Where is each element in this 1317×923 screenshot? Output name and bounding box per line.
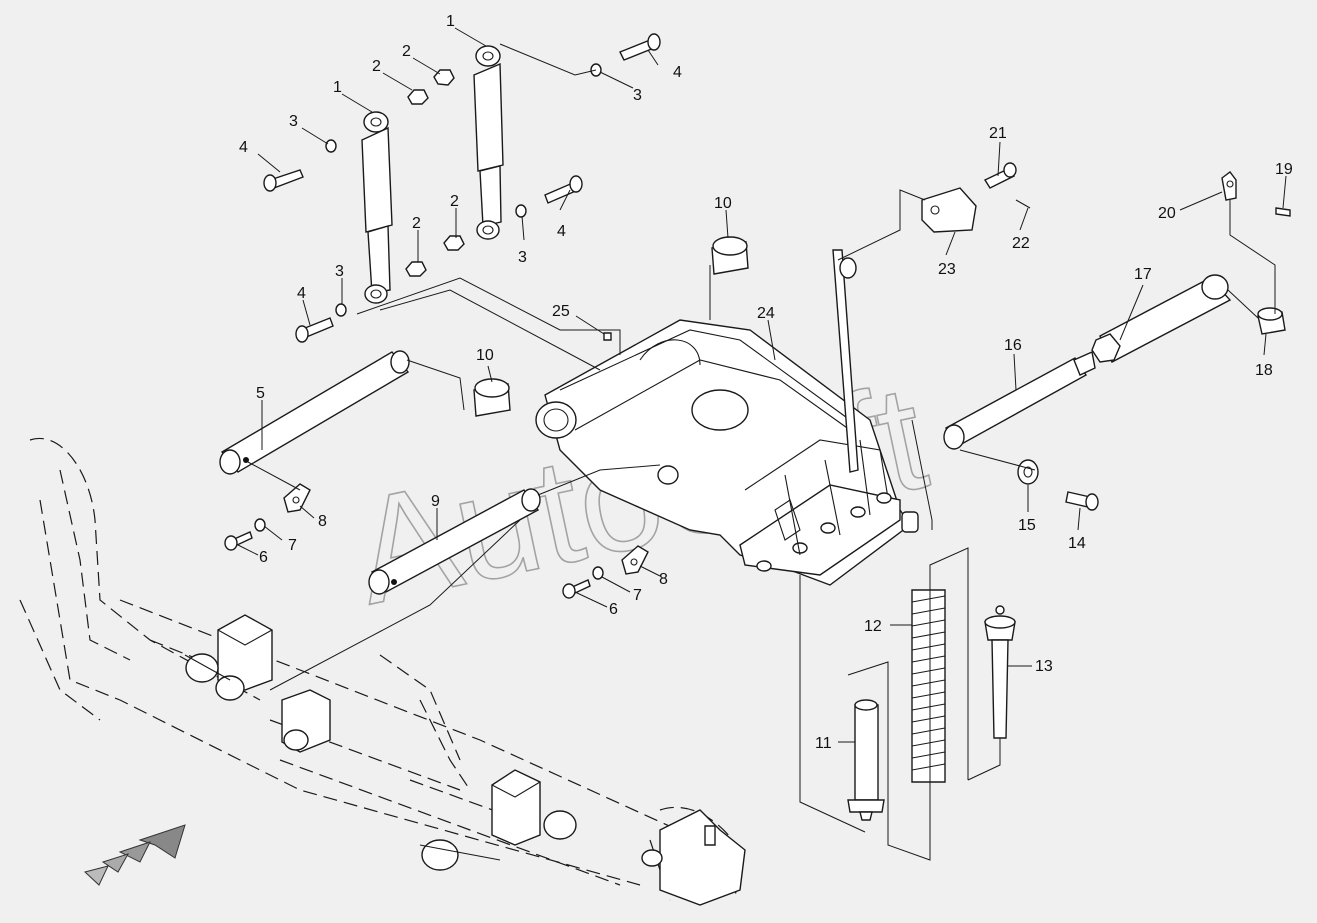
pivot-pin-9 xyxy=(368,488,541,595)
callout-20: 20 xyxy=(1158,205,1176,222)
callout-21: 21 xyxy=(989,125,1007,142)
callout-labels: 1 1 2 2 2 2 3 3 3 3 4 4 4 4 5 6 6 7 7 8 … xyxy=(239,13,1293,752)
washer-3c xyxy=(515,204,527,218)
callout-4: 4 xyxy=(557,223,566,240)
bolt-6b xyxy=(562,579,591,599)
callout-6: 6 xyxy=(609,601,618,618)
tilt-frame-body xyxy=(535,319,919,586)
callout-8: 8 xyxy=(318,513,327,530)
callout-17: 17 xyxy=(1134,266,1152,283)
spring-12 xyxy=(911,589,946,783)
guide-pin-11 xyxy=(847,699,885,821)
shock-absorber-right xyxy=(473,45,504,240)
front-direction-arrow-icon xyxy=(83,824,186,886)
washer-7a xyxy=(254,518,266,532)
pin-21 xyxy=(983,162,1017,189)
callout-1: 1 xyxy=(446,13,455,30)
grease-fitting-25 xyxy=(603,332,612,341)
callout-10: 10 xyxy=(714,195,732,212)
bracket-20 xyxy=(1221,171,1237,201)
washer-3b xyxy=(325,139,337,153)
bolt-4c xyxy=(544,175,583,204)
callout-2: 2 xyxy=(412,215,421,232)
bolt-4a xyxy=(619,33,661,61)
nut-2c xyxy=(443,235,465,251)
bolt-4b xyxy=(263,169,304,192)
callout-13: 13 xyxy=(1035,658,1053,675)
frame-bracket-middle xyxy=(281,689,331,753)
callout-4: 4 xyxy=(239,139,248,156)
nut-2d xyxy=(405,261,427,277)
callout-4: 4 xyxy=(297,285,306,302)
frame-mount-lower xyxy=(641,809,746,906)
callout-4: 4 xyxy=(673,64,682,81)
adjust-rod-16 xyxy=(943,351,1096,450)
lock-plate-8a xyxy=(283,483,311,513)
washer-3d xyxy=(335,303,347,317)
callout-18: 18 xyxy=(1255,362,1273,379)
callout-5: 5 xyxy=(256,385,265,402)
callout-22: 22 xyxy=(1012,235,1030,252)
guide-pin-13 xyxy=(984,605,1016,739)
callout-16: 16 xyxy=(1004,337,1022,354)
callout-14: 14 xyxy=(1068,535,1086,552)
pivot-pin-5 xyxy=(219,350,410,475)
callout-2: 2 xyxy=(450,193,459,210)
lock-rod xyxy=(832,249,859,473)
callout-19: 19 xyxy=(1275,161,1293,178)
callout-9: 9 xyxy=(431,493,440,510)
callout-leaders xyxy=(237,27,1287,743)
sleeve-18 xyxy=(1257,307,1286,335)
cotter-pin-22 xyxy=(1015,199,1031,209)
callout-7: 7 xyxy=(633,587,642,604)
bolt-4d xyxy=(295,317,334,343)
washer-7b xyxy=(592,566,604,580)
callout-12: 12 xyxy=(864,618,882,635)
callout-23: 23 xyxy=(938,261,956,278)
bolt-19 xyxy=(1275,207,1291,217)
callout-24: 24 xyxy=(757,305,775,322)
lever-arm-17 xyxy=(1091,274,1232,363)
nut-2b xyxy=(407,89,429,105)
callout-2: 2 xyxy=(402,43,411,60)
bushing-10a xyxy=(711,236,749,275)
callout-3: 3 xyxy=(633,87,642,104)
assembly-lines xyxy=(247,43,1276,861)
callout-8: 8 xyxy=(659,571,668,588)
callout-10: 10 xyxy=(476,347,494,364)
block-23 xyxy=(921,187,977,233)
callout-6: 6 xyxy=(259,549,268,566)
washer-15 xyxy=(1017,459,1039,485)
callout-15: 15 xyxy=(1018,517,1036,534)
callout-2: 2 xyxy=(372,58,381,75)
callout-1: 1 xyxy=(333,79,342,96)
bolt-14 xyxy=(1065,491,1099,511)
frame-bracket-left xyxy=(184,614,273,701)
callout-11: 11 xyxy=(815,735,832,752)
bolt-6a xyxy=(224,531,253,551)
bushing-10b xyxy=(473,378,511,417)
callout-3: 3 xyxy=(518,249,527,266)
callout-7: 7 xyxy=(288,537,297,554)
callout-3: 3 xyxy=(289,113,298,130)
shock-absorber-left xyxy=(361,111,393,304)
callout-3: 3 xyxy=(335,263,344,280)
frame-bracket-right xyxy=(419,769,577,871)
callout-25: 25 xyxy=(552,303,570,320)
lock-plate-8b xyxy=(621,545,649,575)
